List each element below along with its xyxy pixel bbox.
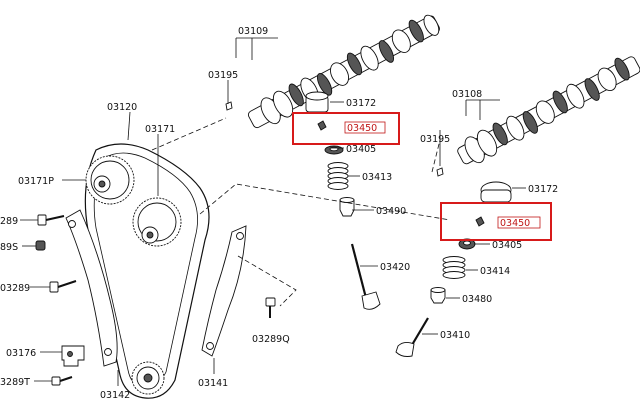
label-03171p: 03171P — [18, 176, 54, 187]
clip-03195-right — [436, 167, 444, 177]
sprocket-03171p — [85, 155, 135, 205]
label-03410: 03410 — [440, 330, 470, 341]
chain-guide-03142 — [65, 209, 118, 367]
clip-03195-left — [225, 101, 233, 111]
camshaft-03109 — [247, 14, 440, 129]
keeper-03450-right — [475, 216, 485, 227]
leader-lines — [20, 37, 526, 386]
ref-line-lower — [199, 183, 451, 221]
valve-03410 — [395, 317, 429, 357]
camshaft-03108 — [457, 56, 640, 165]
bolt-03289 — [49, 280, 77, 293]
label-03490: 03490 — [376, 206, 406, 217]
label-03405-left: 03405 — [346, 144, 376, 155]
label-03450-left: 03450 — [347, 123, 377, 134]
bolt-289 — [37, 214, 65, 226]
label-03413: 03413 — [362, 172, 392, 183]
highlight-box-03450-left — [292, 112, 400, 145]
label-03142: 03142 — [100, 390, 130, 401]
highlight-underline-left — [344, 121, 386, 134]
label-03414: 03414 — [480, 266, 510, 277]
label-03176: 03176 — [6, 348, 36, 359]
spring-03414 — [442, 256, 466, 279]
seal-03490 — [339, 197, 355, 217]
seal-03480 — [430, 287, 446, 304]
label-03450-right: 03450 — [500, 218, 530, 229]
label-03109: 03109 — [238, 26, 268, 37]
label-03289: 03289 — [0, 283, 30, 294]
label-03141: 03141 — [198, 378, 228, 389]
bolt-03289q — [265, 297, 276, 318]
keeper-03450-left — [317, 120, 327, 131]
label-89s: 89S — [0, 242, 18, 253]
label-03172-left: 03172 — [346, 98, 376, 109]
retainer-03405-left — [324, 145, 344, 155]
label-03108: 03108 — [452, 89, 482, 100]
highlight-underline-right — [497, 216, 541, 229]
label-03289q: 03289Q — [252, 334, 290, 345]
bolt-89s — [35, 240, 46, 251]
label-03405-right: 03405 — [492, 240, 522, 251]
crank-sprocket — [131, 361, 165, 395]
label-03171: 03171 — [145, 124, 175, 135]
label-03172-right: 03172 — [528, 184, 558, 195]
label-289: 289 — [0, 216, 18, 227]
label-03120: 03120 — [107, 102, 137, 113]
sprocket-03171 — [132, 197, 182, 247]
spring-03413 — [327, 162, 349, 190]
lifter-03172-left — [305, 91, 329, 113]
highlight-box-03450-right — [440, 202, 552, 241]
ref-line-clip-right — [431, 139, 441, 173]
bolt-3289t — [51, 376, 73, 386]
ref-line-upper — [151, 117, 227, 151]
tensioner-03176 — [61, 345, 85, 367]
label-3289t: 3289T — [0, 377, 30, 388]
ref-line-guide — [237, 255, 297, 307]
label-03420: 03420 — [380, 262, 410, 273]
label-03480: 03480 — [462, 294, 492, 305]
valve-03420 — [350, 243, 381, 310]
label-03195-right: 03195 — [420, 134, 450, 145]
label-03195-left: 03195 — [208, 70, 238, 81]
lifter-03172-right — [480, 181, 512, 203]
chain-guide-03141 — [201, 225, 247, 357]
